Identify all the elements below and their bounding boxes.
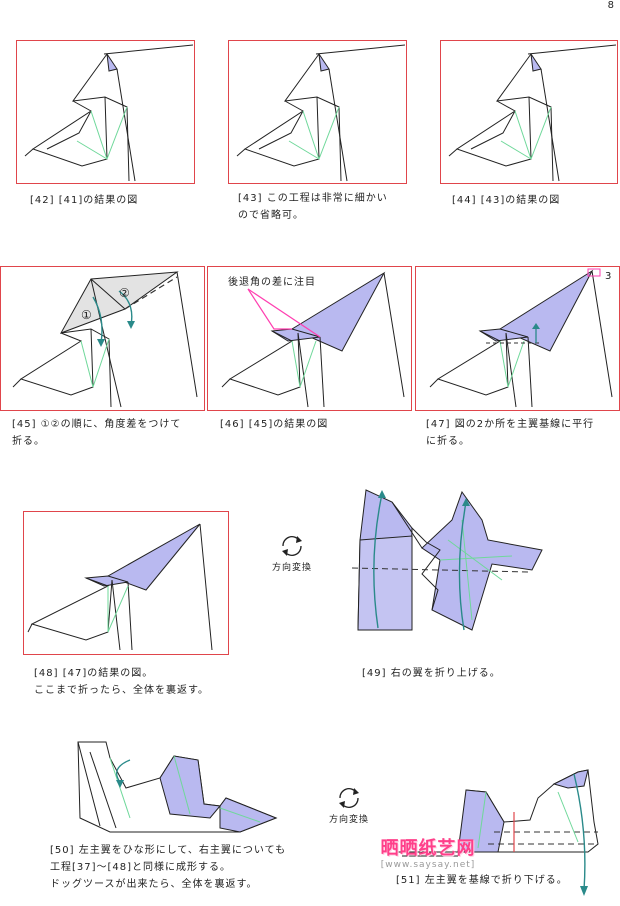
caption-line: [47] 図の2か所を主翼基線に平行 xyxy=(426,416,594,433)
step-48-caption: [48] [47]の結果の図。 ここまで折ったら、全体を裏返す。 xyxy=(34,665,209,699)
step-46-figure: 後退角の差に注目 xyxy=(208,267,410,409)
watermark: 晒晒纸艺网 [www.saysay.net] xyxy=(368,834,488,870)
rotate-label: 方向変換 xyxy=(262,560,322,573)
step-50-figure xyxy=(70,738,280,834)
step-49-figure xyxy=(352,480,562,652)
step-49-caption: [49] 右の翼を折り上げる。 xyxy=(362,665,501,682)
rotate-icon xyxy=(335,786,363,810)
step-45-mark-2: ② xyxy=(119,286,130,300)
caption-line: ドッグツースが出来たら、全体を裏返す。 xyxy=(50,876,286,893)
step-44-figure xyxy=(441,41,616,182)
step-42-figure xyxy=(17,41,193,182)
caption-line: [49] 右の翼を折り上げる。 xyxy=(362,665,501,682)
step-50-caption: [50] 左主翼をひな形にして、右主翼についても 工程[37]～[48]と同様に… xyxy=(50,842,286,893)
caption-line: [50] 左主翼をひな形にして、右主翼についても xyxy=(50,842,286,859)
caption-line: [45] ①②の順に、角度差をつけて xyxy=(12,416,181,433)
caption-line: [43] この工程は非常に細かい xyxy=(238,190,388,207)
step-46-annotation: 後退角の差に注目 xyxy=(228,275,316,288)
step-51-caption: [51] 左主翼を基線で折り下げる。 xyxy=(396,872,568,889)
step-47-figure: 3 xyxy=(416,267,618,409)
caption-line: 工程[37]～[48]と同様に成形する。 xyxy=(50,859,286,876)
step-45-mark-1: ① xyxy=(81,308,92,322)
diagram-step-44 xyxy=(440,40,618,184)
step-43-caption: [43] この工程は非常に細かい ので省略可。 xyxy=(238,190,388,224)
caption-line: [42] [41]の結果の図 xyxy=(30,192,138,209)
caption-line: [46] [45]の結果の図 xyxy=(220,416,328,433)
step-43-figure xyxy=(229,41,405,182)
caption-line: に折る。 xyxy=(426,433,594,450)
caption-line: [44] [43]の結果の図 xyxy=(452,192,560,209)
diagram-step-48 xyxy=(23,511,229,655)
caption-line: [51] 左主翼を基線で折り下げる。 xyxy=(396,872,568,889)
step-45-caption: [45] ①②の順に、角度差をつけて 折る。 xyxy=(12,416,181,450)
caption-line: ここまで折ったら、全体を裏返す。 xyxy=(34,682,209,699)
step-45-figure: ① ② xyxy=(1,267,203,409)
diagram-step-42 xyxy=(16,40,195,184)
step-46-caption: [46] [45]の結果の図 xyxy=(220,416,328,433)
diagram-step-45: ① ② xyxy=(0,266,205,411)
diagram-step-43 xyxy=(228,40,407,184)
rotate-label: 方向変換 xyxy=(319,812,379,825)
watermark-title: 晒晒纸艺网 xyxy=(368,834,488,860)
diagram-step-46: 後退角の差に注目 xyxy=(207,266,412,411)
step-48-figure xyxy=(24,512,227,653)
caption-line: [48] [47]の結果の図。 xyxy=(34,665,209,682)
page-number: 8 xyxy=(608,0,614,11)
watermark-url: [www.saysay.net] xyxy=(368,860,488,870)
caption-line: 折る。 xyxy=(12,433,181,450)
rotate-icon xyxy=(278,534,306,558)
step-44-caption: [44] [43]の結果の図 xyxy=(452,192,560,209)
step-42-caption: [42] [41]の結果の図 xyxy=(30,192,138,209)
step-47-caption: [47] 図の2か所を主翼基線に平行 に折る。 xyxy=(426,416,594,450)
diagram-step-47: 3 xyxy=(415,266,620,411)
step-47-mark: 3 xyxy=(605,271,611,282)
caption-line: ので省略可。 xyxy=(238,207,388,224)
